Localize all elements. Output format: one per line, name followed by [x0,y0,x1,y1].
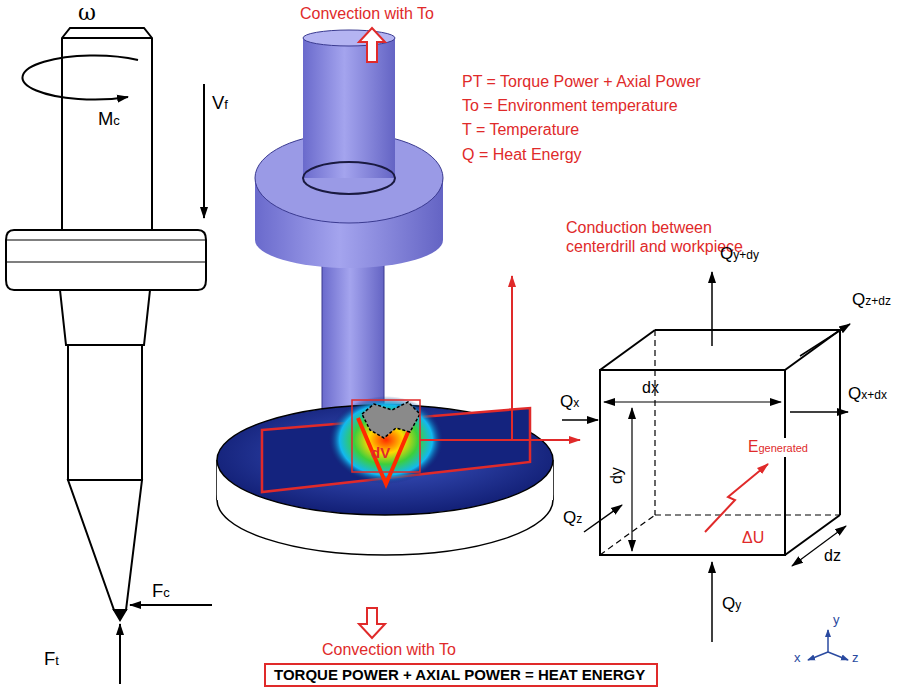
definition-note: To = Environment temperature [462,96,678,115]
equation-box: TORQUE POWER + AXIAL POWER = HEAT ENERGY [264,663,658,687]
equation-text: TORQUE POWER + AXIAL POWER = HEAT ENERGY [274,666,648,684]
energy-label: Egenerated [746,438,810,457]
definition-note: T = Temperature [462,120,579,139]
energy-label: ΔU [742,528,764,547]
workpiece [217,396,553,555]
dimension-label: dy [607,467,626,484]
heat-flux-label: Qy [722,594,741,614]
axes-symbol [808,630,848,660]
red-leaders [359,28,580,638]
axis-label: y [833,612,840,628]
force-label: Fc [152,580,170,602]
dimension-label: dx [642,378,659,397]
heat-flux-label: Qz [563,508,582,528]
heat-flux-label: Qx [560,392,579,412]
feed-label: Vf [212,92,228,114]
heat-flux-label: Qz+dz [852,290,891,310]
axis-label: z [852,650,859,666]
volume-label: dV [371,444,390,462]
definition-note: Q = Heat Energy [462,145,582,164]
convection-note: Convection with To [300,4,434,23]
dimension-label: dz [824,546,841,565]
centerdrill-drawing [6,28,212,684]
convection-note: Convection with To [322,640,456,659]
torque-label: Mc [98,108,120,130]
definition-note: PT = Torque Power + Axial Power [462,72,701,91]
heat-flux-label: Qy+dy [720,244,759,264]
axis-label: x [794,650,801,666]
control-volume-cube [562,272,850,642]
rotation-symbol: ω [78,0,96,26]
centerdrill-model [255,30,443,440]
force-label: Ft [44,648,59,670]
heat-flux-label: Qx+dx [848,384,887,404]
